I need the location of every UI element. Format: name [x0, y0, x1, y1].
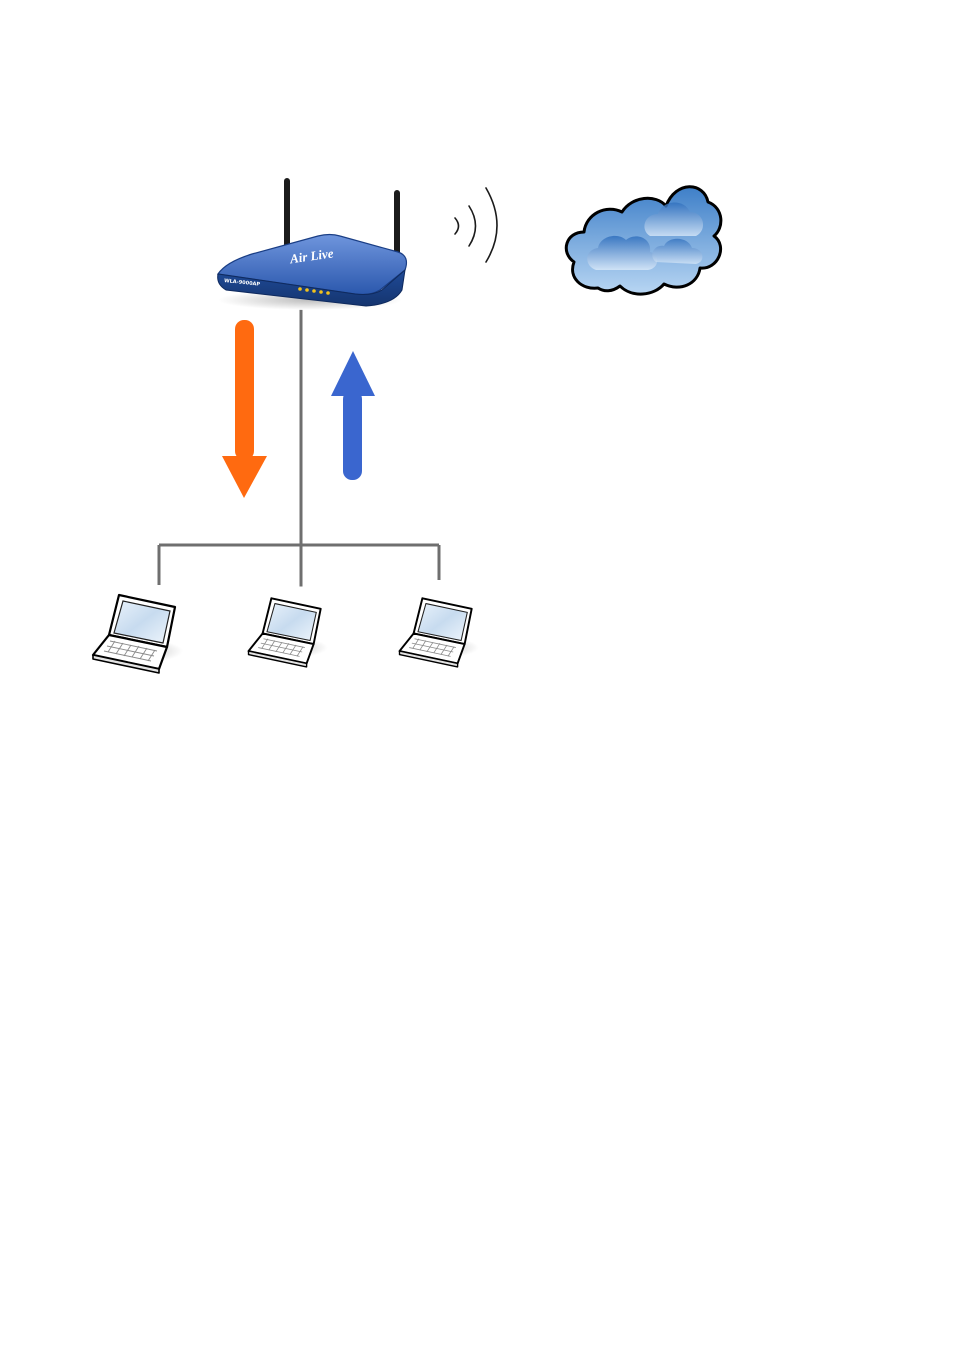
laptop-client-2: [247, 598, 328, 667]
downstream-arrow: [222, 320, 267, 498]
wireless-signal-icon: [455, 188, 497, 262]
network-cable: [159, 308, 439, 585]
laptop-client-1: [91, 595, 183, 673]
wireless-router: Air Live WLA-9000AP: [218, 178, 407, 310]
laptop-client-3: [398, 598, 479, 667]
router-antenna-right: [394, 190, 400, 260]
upstream-arrow: [331, 351, 375, 480]
router-antenna-left: [284, 178, 290, 248]
internet-cloud-icon: [566, 187, 721, 294]
